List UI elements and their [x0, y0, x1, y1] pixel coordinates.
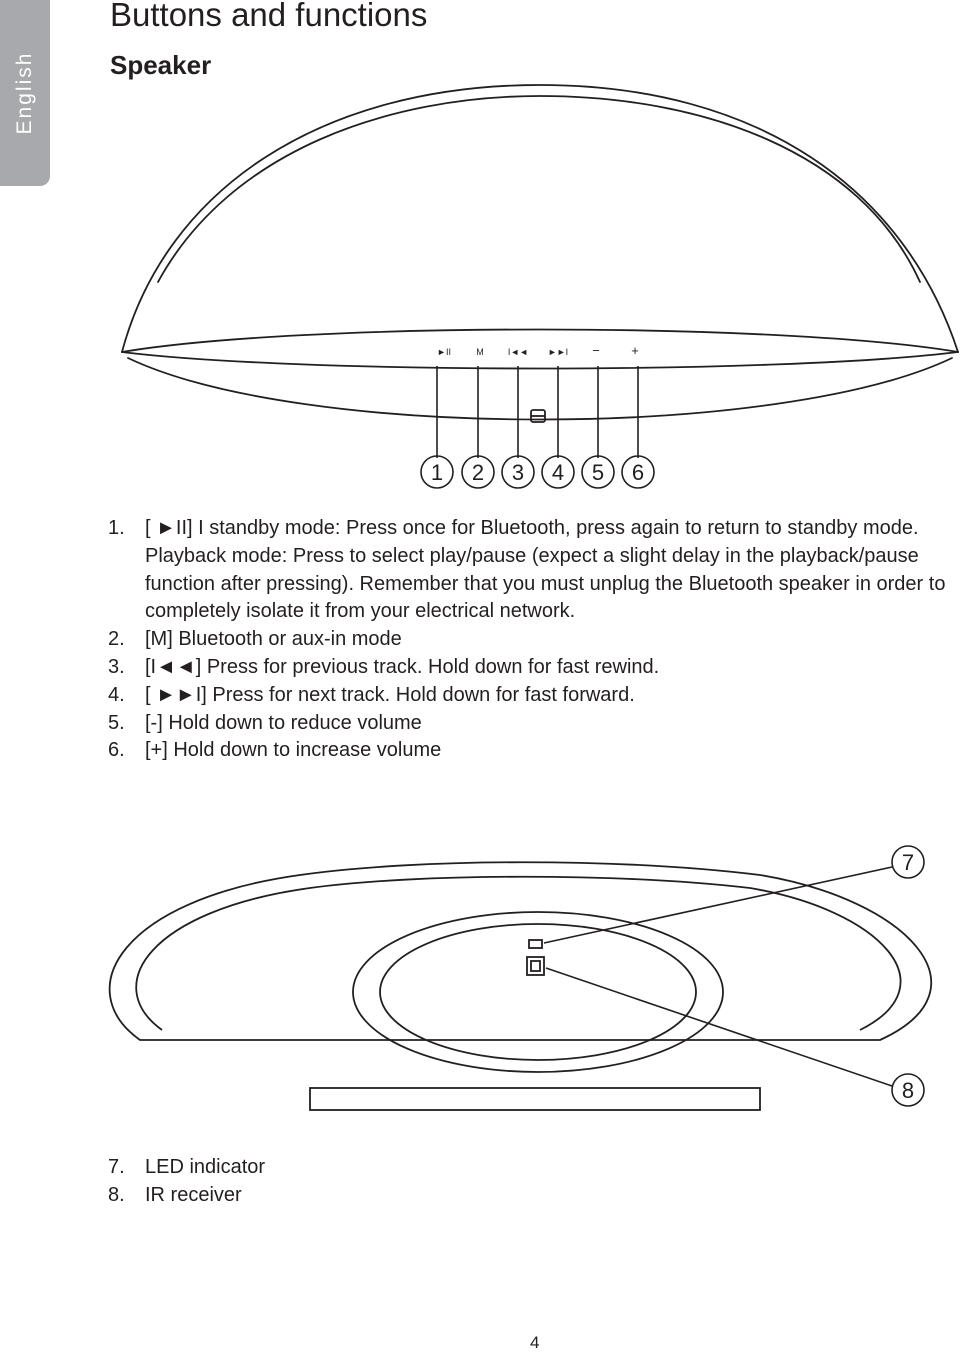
speaker-dome-inner-curve [157, 95, 921, 283]
callout-circle-1 [420, 455, 454, 489]
language-tab: English [0, 0, 50, 186]
callout-number-8: 8 [902, 1078, 914, 1103]
page-number: 4 [530, 1333, 540, 1352]
callout-number-7: 7 [902, 850, 914, 875]
speaker-rim-top [121, 328, 959, 353]
next-track-symbol: ►►I [548, 347, 568, 357]
callout-leaders [436, 366, 639, 458]
list-item: 1.[ ►II] I standby mode: Press once for … [108, 517, 946, 623]
callout-circle-5 [581, 455, 615, 489]
speaker-body-inner [135, 875, 902, 1031]
list-item: 2.[M] Bluetooth or aux-in mode [108, 628, 402, 651]
list-item: 6.[+] Hold down to increase volume [108, 739, 442, 762]
volume-up-symbol: + [631, 343, 639, 358]
control-button-symbols: ►II M I◄◄ ►►I − + [437, 343, 639, 358]
callout-leader-7 [543, 866, 893, 944]
callout-number-6: 6 [632, 460, 644, 485]
speaker-top-illustration: 7 8 [108, 845, 932, 1111]
list-item: 4.[ ►►I] Press for next track. Hold down… [108, 683, 635, 706]
speaker-rim-bottom [121, 351, 959, 370]
speaker-base-curve [127, 357, 953, 421]
section-subtitle: Speaker [110, 50, 212, 80]
callout-circle-2 [461, 455, 495, 489]
sensor-window-icon [530, 409, 546, 423]
page-title: Buttons and functions [110, 0, 428, 33]
callout-number-4: 4 [552, 460, 564, 485]
callout-number-3: 3 [512, 460, 524, 485]
speaker-front-illustration: ►II M I◄◄ ►►I − + 1 2 3 4 5 6 [121, 84, 959, 489]
led-indicator [528, 939, 543, 949]
callout-circle-4 [541, 455, 575, 489]
ir-receiver [526, 956, 545, 976]
list-item: 7.LED indicator [108, 1156, 266, 1178]
speaker-dome-outline [121, 84, 959, 353]
callout-circle-8 [891, 1073, 925, 1107]
callout-number-2: 2 [472, 460, 484, 485]
list-item: 8.IR receiver [108, 1183, 242, 1206]
list-item: 5.[-] Hold down to reduce volume [108, 711, 422, 734]
callout-circle-7 [891, 845, 925, 879]
speaker-foot [309, 1087, 761, 1111]
previous-track-symbol: I◄◄ [508, 347, 528, 357]
speaker-body-outer [108, 861, 932, 1041]
indicator-list: 7.LED indicator 8.IR receiver [108, 1154, 265, 1210]
volume-down-symbol: − [592, 343, 600, 358]
top-panel-ring-inner [379, 923, 697, 1061]
callout-circle-6 [621, 455, 655, 489]
callout-leader-8 [545, 967, 893, 1087]
play-pause-symbol: ►II [437, 347, 451, 357]
top-panel-ring-outer [352, 911, 724, 1073]
button-function-list: 1.[ ►II] I standby mode: Press once for … [108, 515, 958, 765]
callout-number-5: 5 [592, 460, 604, 485]
list-item: 3.[I◄◄] Press for previous track. Hold d… [108, 655, 660, 678]
callout-circle-3 [501, 455, 535, 489]
mode-symbol: M [476, 347, 484, 357]
callout-number-1: 1 [431, 460, 443, 485]
